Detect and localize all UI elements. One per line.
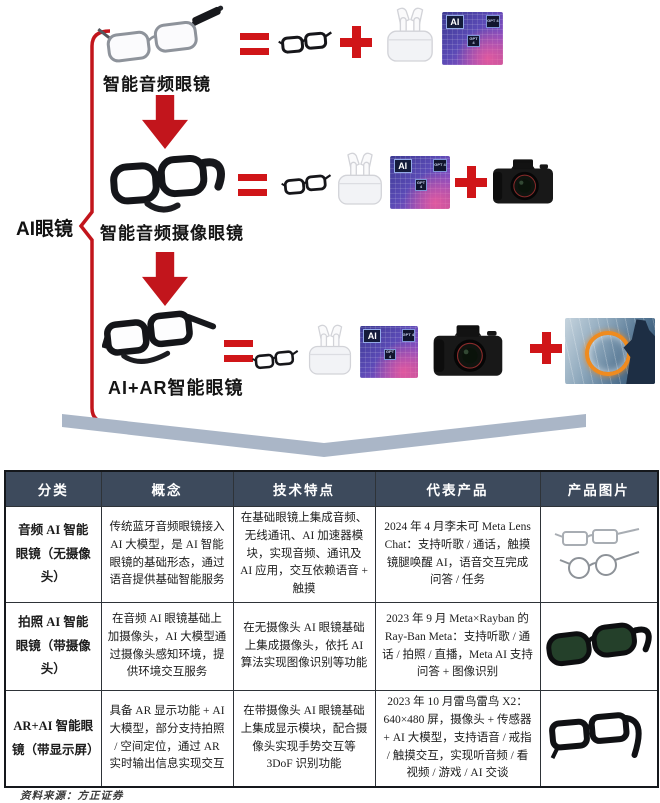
down-arrow-icon <box>142 95 188 149</box>
ar-display-image <box>565 318 655 384</box>
row3-features: 在带摄像头 AI 眼镜基础上集成显示模块，配合摄像头实现手势交互等 3DoF 识… <box>232 690 376 788</box>
camera-icon <box>428 318 508 382</box>
row1-concept: 传统蓝牙音频眼镜接入 AI 大模型，是 AI 智能眼镜的基础形态，通过语音提供基… <box>100 505 234 604</box>
bracket-label-ai-glasses: AI眼镜 <box>16 219 74 240</box>
evolution-diagram: AI眼镜 智能音频眼镜 AI GPT 4 GPT 4 <box>16 5 655 457</box>
stage3-label: AI+AR智能眼镜 <box>108 378 244 398</box>
rayban-meta-sunglasses-image <box>546 622 652 666</box>
chip-ai-badge: AI <box>445 15 465 30</box>
ai-ar-glasses-photo <box>102 310 217 364</box>
header-category: 分类 <box>4 470 102 507</box>
ai-chip-icon: AI GPT 4 GPT 4 <box>360 326 418 378</box>
down-arrow-icon <box>142 252 188 306</box>
ar-hologram-ring <box>584 331 631 377</box>
row2-products: 2023 年 9 月 Meta×Rayban 的 Ray-Ban Meta：支持… <box>374 602 541 692</box>
airpods-icon <box>384 6 436 64</box>
basic-glasses-icon <box>278 23 334 63</box>
row1-products: 2024 年 4 月李未可 Meta Lens Chat：支持听歌 / 通话，触… <box>374 505 541 604</box>
ai-chip-icon: AI GPT 4 GPT 4 <box>390 156 450 209</box>
row3-product-image-cell <box>539 690 659 788</box>
table-row: 音频 AI 智能眼镜（无摄像头） 传统蓝牙音频眼镜接入 AI 大模型，是 AI … <box>4 505 659 604</box>
stage2-label: 智能音频摄像眼镜 <box>100 224 244 243</box>
chevron-down-icon <box>62 414 586 457</box>
chip-gpt-badge: GPT 4 <box>433 159 447 172</box>
classification-table: 分类 概念 技术特点 代表产品 产品图片 音频 AI 智能眼镜（无摄像头） 传统… <box>4 470 659 789</box>
chip-gpt-badge: GPT 4 <box>414 179 428 191</box>
equals-icon <box>238 174 267 196</box>
plus-icon <box>455 166 487 198</box>
chip-gpt-badge: GPT 4 <box>401 329 416 342</box>
row1-features: 在基础眼镜上集成音频、无线通讯、AI 加速器模块，实现音频、通讯及 AI 应用，… <box>232 505 376 604</box>
header-image: 产品图片 <box>539 470 659 507</box>
airpods-icon <box>335 150 385 208</box>
plus-icon <box>530 332 562 364</box>
plus-icon <box>340 26 372 58</box>
row2-concept: 在音频 AI 眼镜基础上加摄像头，AI 大模型通过摄像头感知环境，提供环境交互服… <box>100 602 234 692</box>
table-row: 拍照 AI 智能眼镜（带摄像头） 在音频 AI 眼镜基础上加摄像头，AI 大模型… <box>4 602 659 692</box>
row3-category: AR+AI 智能眼镜（带显示屏） <box>4 690 102 788</box>
basic-glasses-icon <box>252 342 300 378</box>
chip-gpt-badge: GPT 4 <box>485 15 500 28</box>
basic-glasses-icon <box>281 166 333 204</box>
table-row: AR+AI 智能眼镜（带显示屏） 具备 AR 显示功能 + AI 大模型，部分支… <box>4 690 659 788</box>
row3-products: 2023 年 10 月雷鸟雷鸟 X2：640×480 屏，摄像头 + 传感器 +… <box>374 690 541 788</box>
row1-category: 音频 AI 智能眼镜（无摄像头） <box>4 505 102 604</box>
row1-product-image-cell <box>539 505 659 604</box>
stage1-label: 智能音频眼镜 <box>103 75 211 94</box>
header-features: 技术特点 <box>232 470 376 507</box>
ai-chip-icon: AI GPT 4 GPT 4 <box>442 12 503 65</box>
header-products: 代表产品 <box>374 470 541 507</box>
airpods-icon <box>306 322 354 378</box>
chip-gpt-badge: GPT 4 <box>383 348 397 361</box>
chip-gpt-badge: GPT 4 <box>467 35 480 47</box>
row2-product-image-cell <box>539 602 659 692</box>
light-frame-glasses-image <box>554 527 640 579</box>
row3-concept: 具备 AR 显示功能 + AI 大模型，部分支持拍照 / 空间定位，通过 AR … <box>100 690 234 788</box>
table-header-row: 分类 概念 技术特点 代表产品 产品图片 <box>4 470 659 507</box>
header-concept: 概念 <box>100 470 234 507</box>
smart-audio-glasses-photo <box>97 5 224 63</box>
audio-camera-glasses-photo <box>110 154 225 213</box>
thunderbird-x2-glasses-image <box>548 711 642 759</box>
equals-icon <box>240 33 269 55</box>
chip-ai-badge: AI <box>393 159 412 174</box>
row2-features: 在无摄像头 AI 眼镜基础上集成摄像头，依托 AI 算法实现图像识别等功能 <box>232 602 376 692</box>
chip-ai-badge: AI <box>363 329 382 344</box>
source-note: 资料来源：方正证券 <box>20 791 124 802</box>
camera-icon <box>488 150 558 212</box>
row2-category: 拍照 AI 智能眼镜（带摄像头） <box>4 602 102 692</box>
equals-icon <box>224 340 253 362</box>
